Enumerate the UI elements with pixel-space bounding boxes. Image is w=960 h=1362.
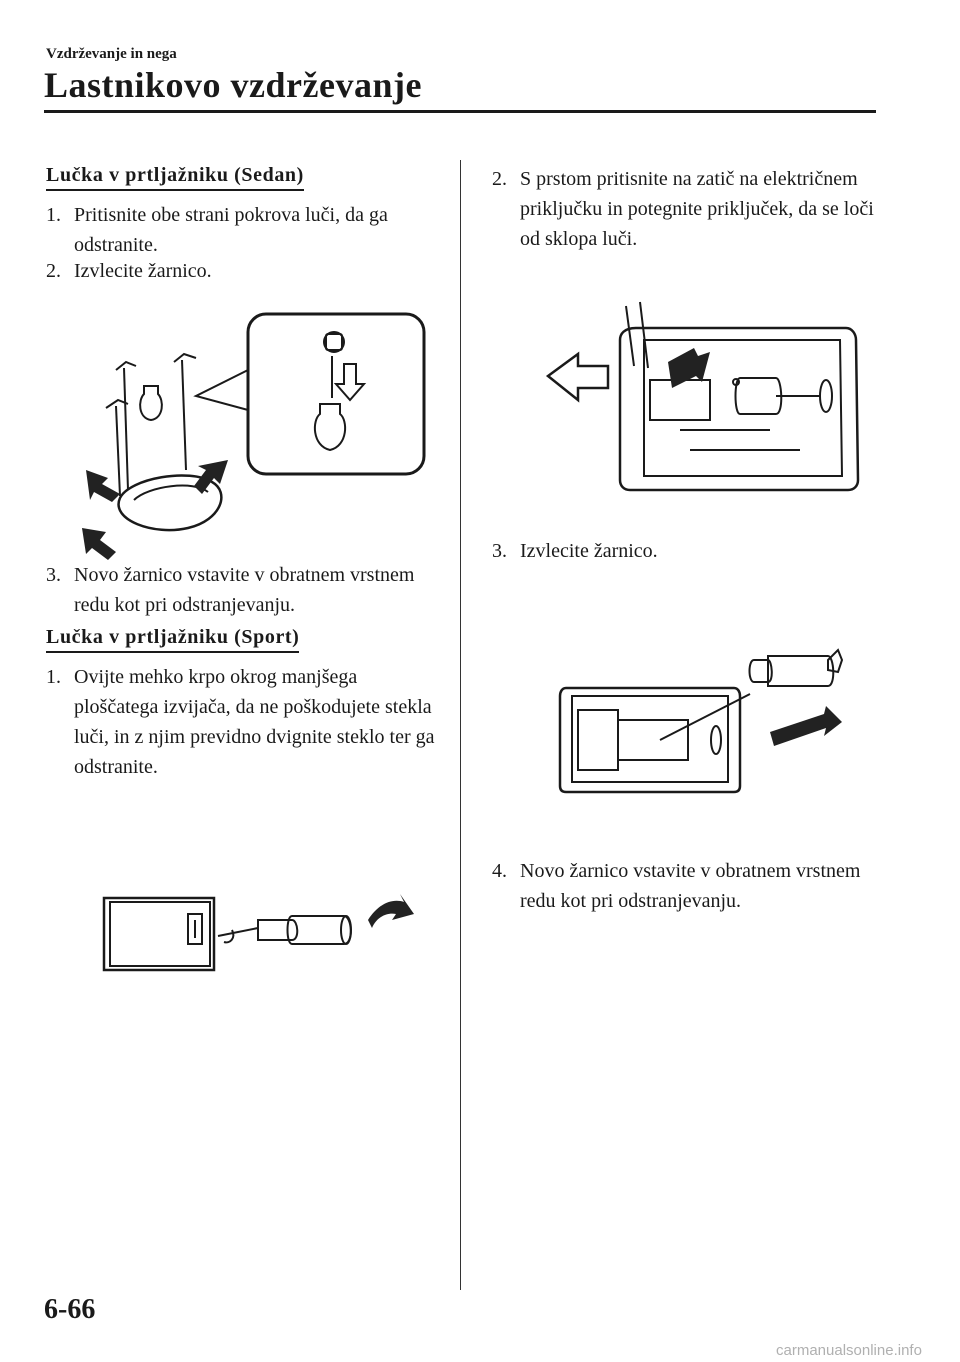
bulb-extraction-illustration [540,640,870,820]
breadcrumb: Vzdrževanje in nega [46,46,177,62]
step-text: Izvlecite žarnico. [74,260,212,282]
step-text: Pritisnite obe strani pokrova luči, da g… [74,204,388,256]
step-number: 3. [46,564,61,586]
connector-disconnect-illustration [540,300,870,500]
step-text: Izvlecite žarnico. [520,540,658,562]
sedan-step-2: 2. Izvlecite žarnico. [46,256,436,286]
step-text: Novo žarnico vstavite v obratnem vrstnem… [520,860,861,912]
step-number: 3. [492,540,507,562]
step-text: Ovijte mehko krpo okrog manjšega ploščat… [74,666,435,778]
section-heading-sport: Lučka v prtljažniku (Sport) [46,626,300,653]
right-step-2: 2. S prstom pritisnite na zatič na elekt… [492,164,882,254]
section-heading-sedan: Lučka v prtljažniku (Sedan) [46,164,304,191]
sport-lens-prying-illustration [98,880,418,980]
column-divider [460,160,461,1290]
page-title: Lastnikovo vzdrževanje [44,65,422,105]
step-number: 2. [492,168,507,190]
page-number: 6-66 [44,1294,96,1325]
sedan-lamp-removal-illustration [76,300,436,560]
watermark[interactable]: carmanualsonline.info [776,1342,922,1359]
sedan-step-1: 1. Pritisnite obe strani pokrova luči, d… [46,200,436,260]
right-step-3: 3. Izvlecite žarnico. [492,536,882,566]
right-step-4: 4. Novo žarnico vstavite v obratnem vrst… [492,856,882,916]
title-rule [44,110,876,113]
step-number: 1. [46,204,61,226]
step-number: 4. [492,860,507,882]
step-number: 1. [46,666,61,688]
sport-step-1: 1. Ovijte mehko krpo okrog manjšega ploš… [46,662,436,782]
step-number: 2. [46,260,61,282]
step-text: S prstom pritisnite na zatič na električ… [520,168,874,250]
step-text: Novo žarnico vstavite v obratnem vrstnem… [74,564,415,616]
sedan-step-3: 3. Novo žarnico vstavite v obratnem vrst… [46,560,436,620]
